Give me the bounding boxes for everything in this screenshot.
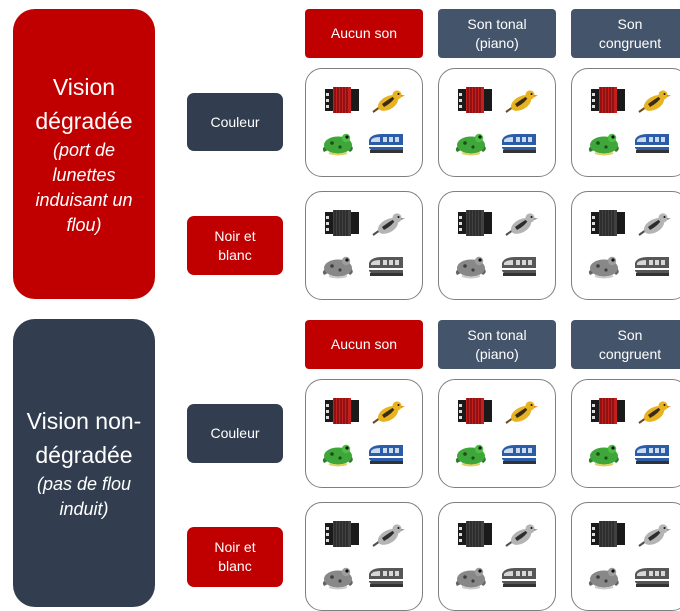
row-label-color: Couleur — [187, 404, 283, 463]
stimulus-cell — [571, 191, 680, 300]
section-subtitle: (port de lunettes induisant un flou) — [35, 140, 133, 235]
stimulus-cell — [571, 379, 680, 488]
accordion-icon — [590, 519, 626, 549]
train-icon — [634, 128, 670, 158]
frog-icon — [320, 562, 356, 592]
row-label-text: Couleur — [210, 425, 260, 441]
column-header-congruent-sound: Son congruent — [571, 9, 680, 58]
row-label-black-white: Noir et blanc — [187, 527, 283, 587]
frog-icon — [453, 562, 489, 592]
section-degraded-vision: Vision dégradée (port de lunettes induis… — [13, 9, 155, 299]
train-icon — [501, 251, 537, 281]
row-label-text: Noir et — [214, 539, 256, 555]
frog-icon — [586, 439, 622, 469]
accordion-icon — [590, 85, 626, 115]
train-icon — [634, 439, 670, 469]
frog-icon — [586, 128, 622, 158]
stimulus-cell — [571, 68, 680, 177]
bird-icon — [503, 85, 539, 115]
bird-icon — [370, 85, 406, 115]
column-header-label: Son — [617, 326, 643, 343]
row-label-text-sub: blanc — [218, 246, 252, 263]
train-icon — [634, 251, 670, 281]
section-title: Vision non-dégradée — [26, 408, 142, 468]
bird-icon — [503, 208, 539, 238]
accordion-icon — [324, 396, 360, 426]
column-header-tonal-sound: Son tonal (piano) — [438, 9, 556, 58]
train-icon — [368, 251, 404, 281]
accordion-icon — [324, 85, 360, 115]
frog-icon — [586, 562, 622, 592]
stimulus-cell — [438, 379, 556, 488]
train-icon — [368, 439, 404, 469]
row-label-text: Couleur — [210, 113, 260, 130]
stimulus-cell — [305, 502, 423, 611]
column-header-label: Son — [617, 15, 643, 32]
column-header-label-sub: (piano) — [475, 34, 519, 51]
accordion-icon — [324, 208, 360, 238]
bird-icon — [370, 396, 406, 426]
row-label-color: Couleur — [187, 93, 283, 151]
row-label-text: Noir et — [214, 227, 256, 244]
bird-icon — [370, 519, 406, 549]
train-icon — [501, 439, 537, 469]
accordion-icon — [457, 85, 493, 115]
column-header-no-sound: Aucun son — [305, 9, 423, 58]
accordion-icon — [457, 396, 493, 426]
section-non-degraded-vision: Vision non-dégradée (pas de flou induit) — [13, 319, 155, 607]
bird-icon — [636, 85, 672, 115]
bird-icon — [370, 208, 406, 238]
column-header-label: Aucun son — [330, 25, 398, 41]
column-header-label-sub: congruent — [598, 345, 662, 362]
frog-icon — [453, 439, 489, 469]
section-subtitle: (pas de flou induit) — [36, 474, 132, 519]
bird-icon — [636, 396, 672, 426]
train-icon — [501, 128, 537, 158]
frog-icon — [320, 251, 356, 281]
bird-icon — [636, 519, 672, 549]
stimulus-cell — [305, 191, 423, 300]
frog-icon — [453, 251, 489, 281]
bird-icon — [503, 396, 539, 426]
stimulus-cell — [305, 379, 423, 488]
row-label-black-white: Noir et blanc — [187, 216, 283, 275]
column-header-tonal-sound: Son tonal (piano) — [438, 320, 556, 369]
accordion-icon — [457, 208, 493, 238]
accordion-icon — [590, 208, 626, 238]
stimulus-cell — [305, 68, 423, 177]
train-icon — [368, 128, 404, 158]
accordion-icon — [590, 396, 626, 426]
accordion-icon — [457, 519, 493, 549]
column-header-label: Aucun son — [330, 336, 398, 352]
accordion-icon — [324, 519, 360, 549]
bird-icon — [503, 519, 539, 549]
column-header-label-sub: (piano) — [475, 345, 519, 362]
frog-icon — [320, 128, 356, 158]
column-header-label: Son tonal — [467, 15, 527, 32]
row-label-text-sub: blanc — [218, 558, 252, 574]
column-header-no-sound: Aucun son — [305, 320, 423, 369]
section-title: Vision dégradée — [35, 74, 133, 134]
stimulus-cell — [571, 502, 680, 611]
frog-icon — [586, 251, 622, 281]
train-icon — [501, 562, 537, 592]
frog-icon — [453, 128, 489, 158]
column-header-label-sub: congruent — [598, 34, 662, 51]
frog-icon — [320, 439, 356, 469]
stimulus-cell — [438, 502, 556, 611]
column-header-label: Son tonal — [467, 326, 527, 343]
column-header-congruent-sound: Son congruent — [571, 320, 680, 369]
train-icon — [634, 562, 670, 592]
bird-icon — [636, 208, 672, 238]
stimulus-cell — [438, 191, 556, 300]
train-icon — [368, 562, 404, 592]
stimulus-cell — [438, 68, 556, 177]
